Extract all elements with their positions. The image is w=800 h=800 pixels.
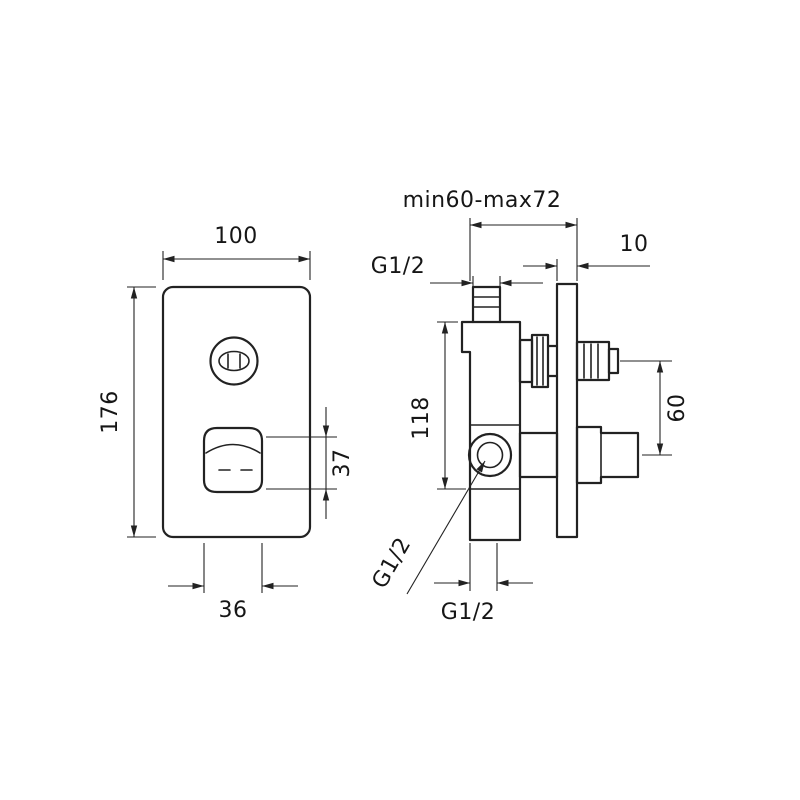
- dim-label-handle-height: 37: [330, 449, 355, 478]
- bottom-elbow: [575, 425, 640, 485]
- top-nipple: [575, 340, 611, 382]
- side-port-inner: [476, 441, 504, 469]
- side-view-dimensions: min60-max72 G1/2 10 118 60 G1/2 G1/2: [368, 188, 690, 625]
- valve-body: [460, 320, 522, 542]
- side-port-outer: [467, 432, 513, 478]
- faceplate: [161, 285, 312, 539]
- dim-label-top-thread: G1/2: [371, 254, 425, 279]
- handle-arc: [205, 443, 261, 454]
- top-thread-collar: [530, 333, 550, 389]
- side-view: [460, 282, 640, 542]
- mixer-handle: [202, 426, 264, 494]
- top-stub: [471, 285, 502, 324]
- dim-label-plate-thickness: 10: [620, 232, 649, 257]
- top-nipple-cap: [607, 347, 620, 375]
- dim-label-depth-range: min60-max72: [403, 188, 562, 213]
- dim-label-plate-width: 100: [214, 224, 258, 249]
- dim-label-side-thread: G1/2: [368, 533, 417, 593]
- top-connector: [518, 338, 534, 384]
- bottom-connector: [518, 431, 559, 479]
- dim-label-outlet-spacing: 60: [665, 394, 690, 423]
- diverter-slot: [218, 350, 250, 372]
- dim-label-plate-height: 176: [98, 390, 123, 434]
- front-view: [161, 285, 312, 539]
- front-view-dimensions: 100 176 37 36: [98, 224, 355, 623]
- diverter-knob: [209, 336, 259, 386]
- leader-line-side-thread: [406, 460, 486, 595]
- dim-label-handle-width: 36: [219, 598, 248, 623]
- wall-plate-section: [555, 282, 579, 539]
- dim-label-port-height: 118: [409, 396, 434, 440]
- dim-label-bottom-thread: G1/2: [441, 600, 495, 625]
